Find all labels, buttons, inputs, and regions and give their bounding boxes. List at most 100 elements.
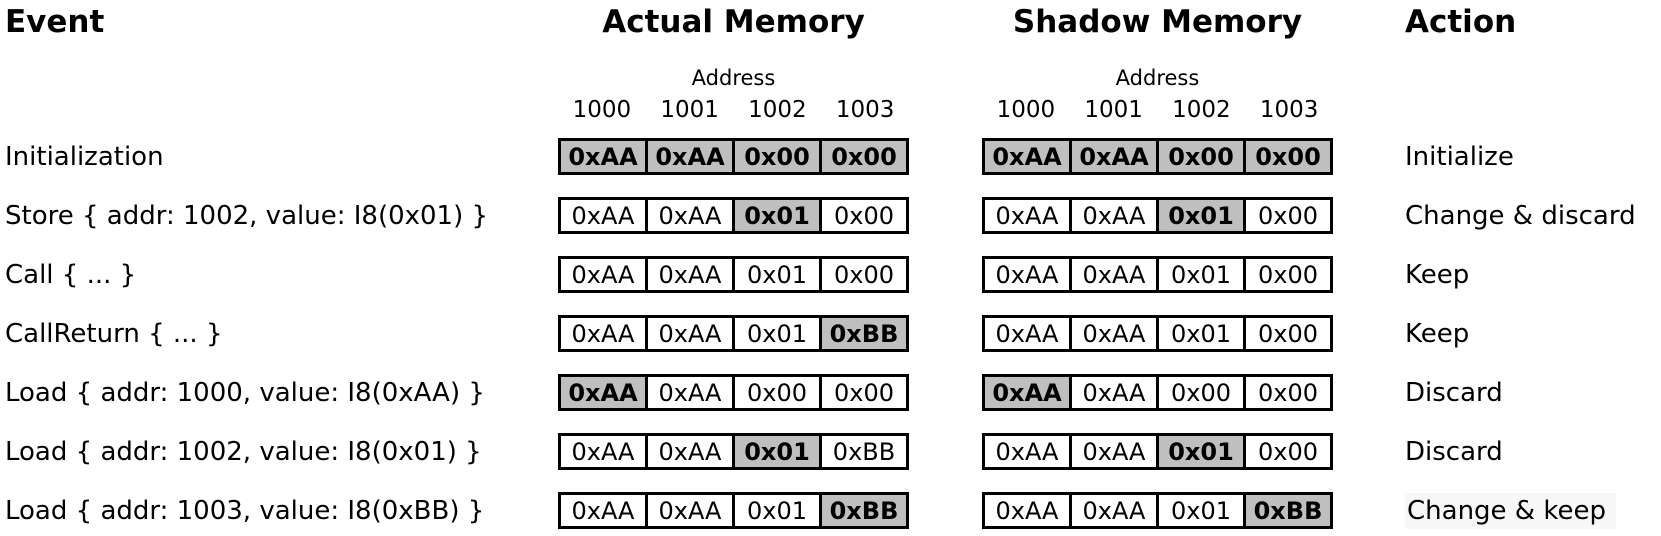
memory-cell: 0xAA: [645, 197, 735, 234]
address-value: 1001: [660, 97, 719, 123]
memory-cell: 0xAA: [1069, 433, 1159, 470]
event-label: CallReturn { ... }: [5, 318, 223, 349]
memory-cell: 0xAA: [645, 256, 735, 293]
memory-cell: 0x00: [1243, 197, 1333, 234]
memory-cell: 0xAA: [1069, 315, 1159, 352]
memory-cell: 0xAA: [1069, 374, 1159, 411]
memory-cell: 0xAA: [558, 433, 648, 470]
action-text: Discard: [1405, 436, 1503, 467]
memory-cell: 0x00: [819, 256, 909, 293]
memory-cell: 0x01: [732, 315, 822, 352]
memory-cell: 0xAA: [645, 433, 735, 470]
column-header-action: Action: [1405, 4, 1517, 40]
action-label: Initialize: [1405, 138, 1655, 175]
memory-cell: 0xAA: [558, 492, 648, 529]
address-value: 1003: [1259, 97, 1319, 123]
memory-cell: 0xAA: [982, 433, 1072, 470]
action-text: Change & keep: [1405, 492, 1616, 529]
memory-cell: 0xAA: [982, 374, 1072, 411]
memory-cell: 0xAA: [645, 138, 735, 175]
memory-cell: 0xBB: [819, 492, 909, 529]
column-header-event: Event: [5, 4, 105, 40]
event-label: Store { addr: 1002, value: I8(0x01) }: [5, 200, 489, 231]
event-label: Load { addr: 1000, value: I8(0xAA) }: [5, 377, 485, 408]
action-label: Change & keep: [1405, 492, 1655, 529]
memory-cell: 0x00: [1243, 138, 1333, 175]
memory-cell: 0x00: [819, 138, 909, 175]
action-label: Change & discard: [1405, 197, 1655, 234]
event-label: Call { ... }: [5, 259, 137, 290]
action-label: Keep: [1405, 256, 1655, 293]
action-label: Discard: [1405, 374, 1655, 411]
memory-cell: 0x01: [1156, 256, 1246, 293]
memory-cell: 0xAA: [982, 492, 1072, 529]
memory-cell: 0x01: [1156, 492, 1246, 529]
memory-cell: 0xBB: [1243, 492, 1333, 529]
address-value: 1002: [748, 97, 807, 123]
action-text: Change & discard: [1405, 200, 1636, 231]
memory-cell: 0x00: [819, 374, 909, 411]
event-label: Load { addr: 1002, value: I8(0x01) }: [5, 436, 482, 467]
address-value: 1003: [835, 97, 895, 123]
memory-cell: 0xAA: [558, 138, 648, 175]
memory-cell: 0x01: [732, 197, 822, 234]
address-label-shadow: Address: [1115, 66, 1200, 90]
address-label-actual: Address: [691, 66, 776, 90]
memory-cell: 0x00: [819, 197, 909, 234]
memory-cell: 0x00: [1156, 138, 1246, 175]
address-value: 1002: [1172, 97, 1231, 123]
memory-cell: 0xAA: [558, 197, 648, 234]
memory-cell: 0xAA: [1069, 256, 1159, 293]
memory-cell: 0xAA: [982, 197, 1072, 234]
memory-cell: 0xAA: [558, 256, 648, 293]
memory-cell: 0x00: [1243, 256, 1333, 293]
memory-cell: 0x00: [732, 374, 822, 411]
memory-cell: 0xAA: [982, 315, 1072, 352]
memory-cell: 0xAA: [982, 256, 1072, 293]
memory-cell: 0xAA: [645, 492, 735, 529]
column-header-actual-memory: Actual Memory: [602, 4, 865, 40]
memory-cell: 0x01: [1156, 315, 1246, 352]
memory-cell: 0xAA: [558, 315, 648, 352]
memory-cell: 0xAA: [982, 138, 1072, 175]
event-label: Initialization: [5, 141, 164, 172]
memory-cell: 0xAA: [558, 374, 648, 411]
memory-cell: 0xBB: [819, 433, 909, 470]
memory-cell: 0x01: [732, 492, 822, 529]
address-value: 1000: [996, 97, 1056, 123]
memory-cell: 0x01: [1156, 197, 1246, 234]
action-text: Keep: [1405, 259, 1470, 290]
memory-cell: 0x00: [1243, 315, 1333, 352]
memory-cell: 0x01: [1156, 433, 1246, 470]
action-text: Initialize: [1405, 141, 1514, 172]
event-label: Load { addr: 1003, value: I8(0xBB) }: [5, 495, 485, 526]
memory-cell: 0x00: [1243, 374, 1333, 411]
memory-cell: 0x00: [1243, 433, 1333, 470]
memory-cell: 0x01: [732, 256, 822, 293]
memory-cell: 0xAA: [645, 374, 735, 411]
memory-cell: 0xAA: [1069, 197, 1159, 234]
memory-cell: 0xAA: [645, 315, 735, 352]
action-text: Discard: [1405, 377, 1503, 408]
action-label: Keep: [1405, 315, 1655, 352]
memory-cell: 0x00: [1156, 374, 1246, 411]
memory-cell: 0xAA: [1069, 138, 1159, 175]
action-text: Keep: [1405, 318, 1470, 349]
memory-cell: 0xAA: [1069, 492, 1159, 529]
action-label: Discard: [1405, 433, 1655, 470]
